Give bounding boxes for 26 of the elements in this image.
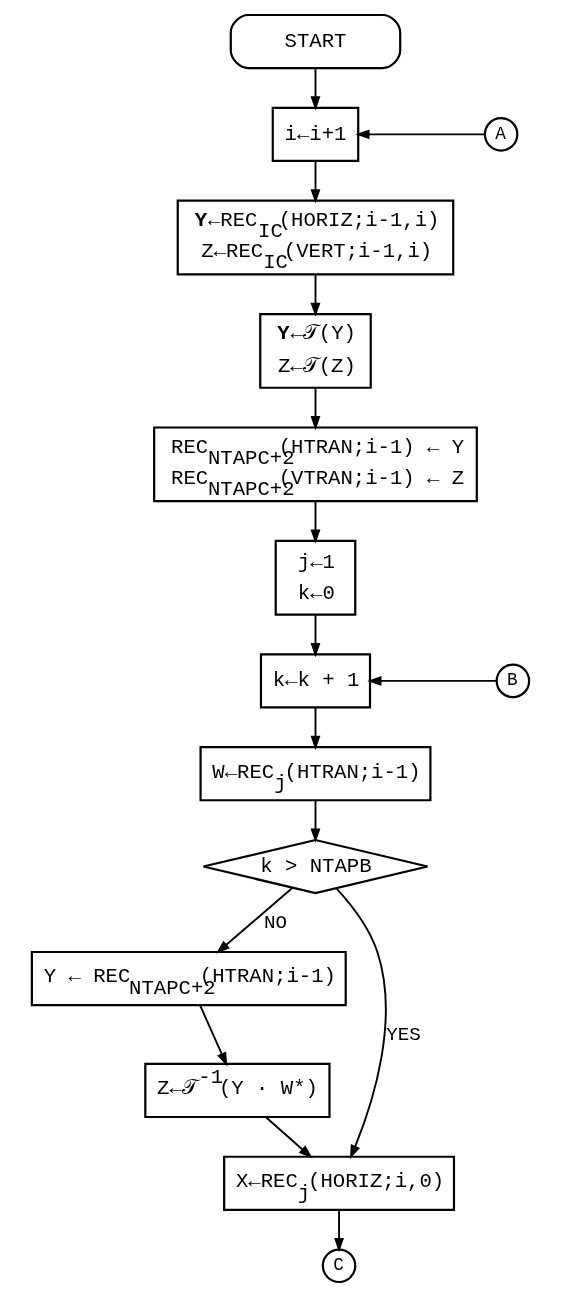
node-box: j←1 k←0 — [274, 539, 357, 616]
arrow — [335, 887, 387, 1160]
arrow — [367, 675, 498, 686]
arrow — [310, 613, 321, 658]
arrow — [310, 160, 321, 204]
arrow — [334, 1208, 345, 1253]
arrow — [310, 706, 321, 750]
arrow — [310, 273, 321, 317]
node-circle: A — [483, 117, 519, 152]
node-box: i←i+1 — [271, 106, 360, 162]
arrow — [310, 67, 321, 111]
arrow — [355, 129, 486, 140]
arrow — [310, 500, 321, 544]
arrow — [310, 799, 321, 843]
arrow — [265, 1116, 313, 1159]
node-box: START — [229, 13, 402, 70]
node-box: k←k + 1 — [259, 653, 372, 709]
arrow — [215, 887, 294, 954]
edge-label: NO — [263, 911, 287, 934]
node-circle: C — [321, 1248, 357, 1284]
node-diamond: k > NTAPB — [202, 838, 429, 895]
edge-label: YES — [386, 1023, 421, 1046]
arrow — [310, 387, 321, 431]
node-circle: B — [495, 663, 531, 699]
arrow — [199, 1004, 228, 1067]
node-box: Y←𝒯(Y) Z←𝒯(Z) — [259, 312, 372, 389]
